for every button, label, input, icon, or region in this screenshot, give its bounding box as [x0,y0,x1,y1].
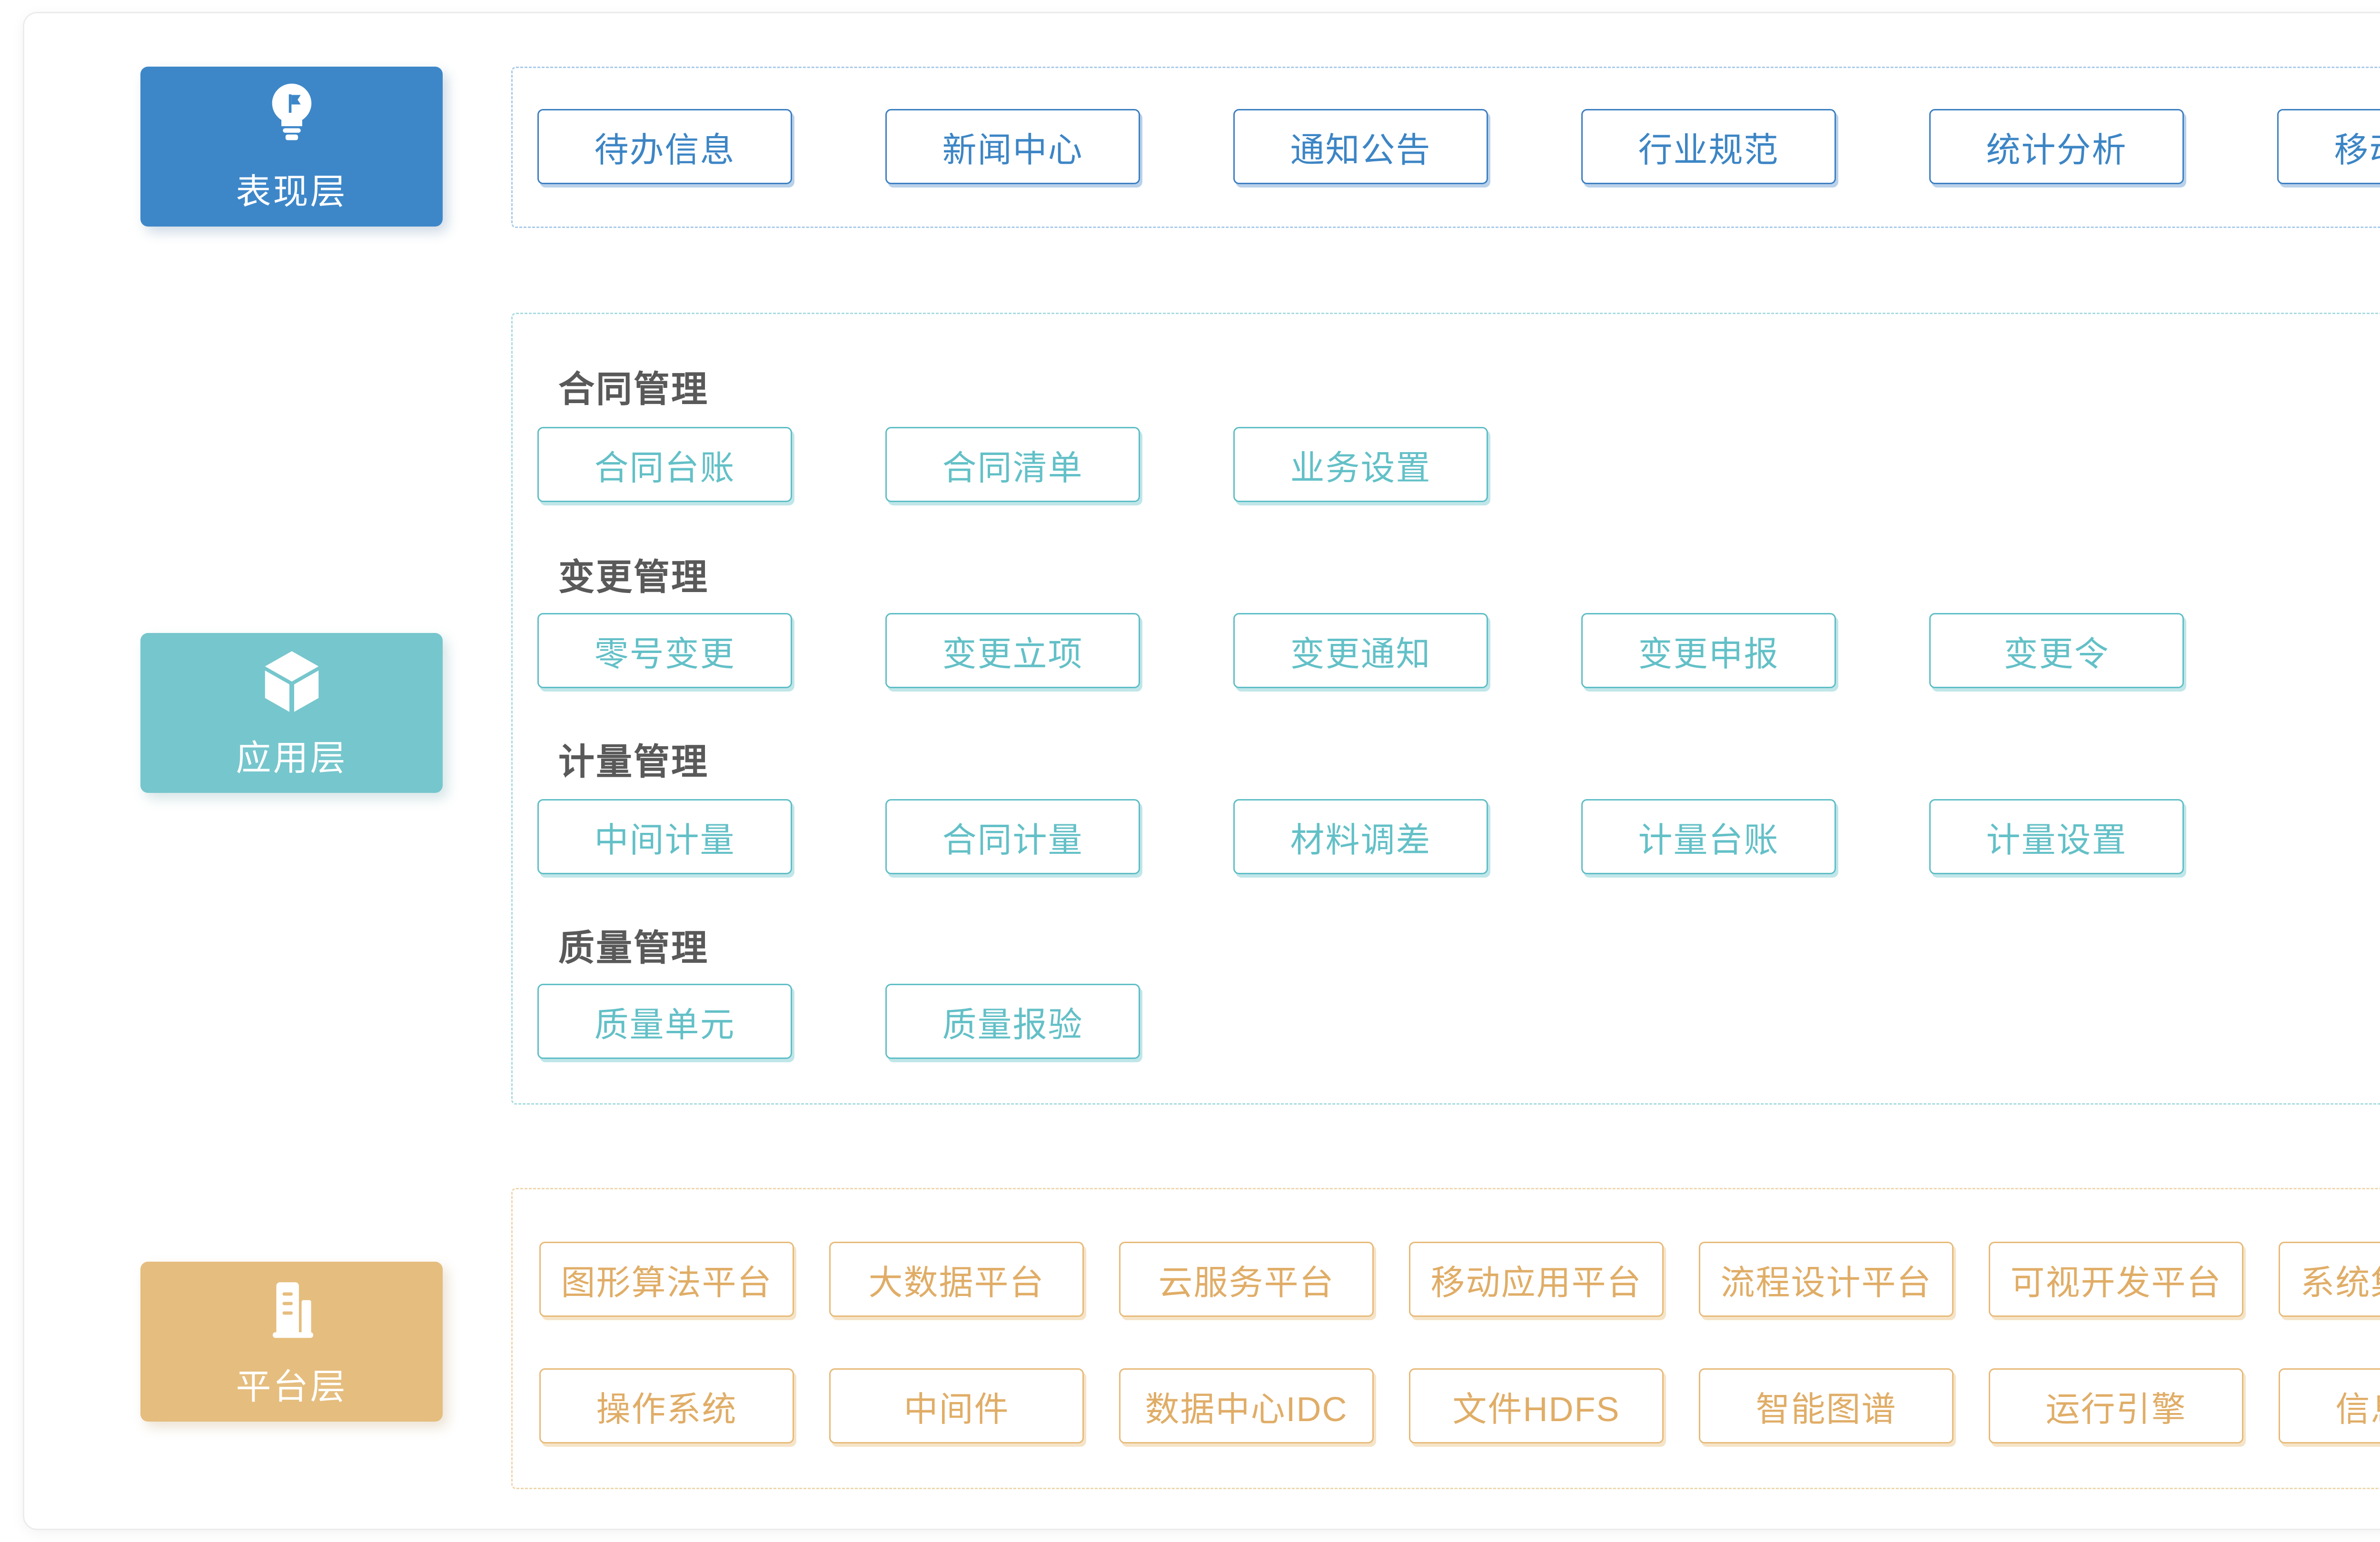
module-chip[interactable]: 信息安全 [2279,1368,2380,1443]
layer-box-application: 应用层 [140,633,443,793]
module-chip[interactable]: 合同清单 [885,427,1140,502]
module-chip[interactable]: 数据中心IDC [1119,1368,1374,1443]
module-chip[interactable]: 待办信息 [537,109,792,184]
module-chip[interactable]: 移动应用 [2277,109,2380,184]
module-chip[interactable]: 云服务平台 [1119,1242,1374,1317]
module-chip[interactable]: 文件HDFS [1409,1368,1664,1443]
module-chip[interactable]: 变更令 [1929,613,2184,688]
layer-box-platform: 平台层 [140,1262,443,1422]
module-chip[interactable]: 系统集成平台 [2279,1242,2380,1317]
application-modules-container: 合同管理 合同台账 合同清单 业务设置 变更管理 零号变更 变更立项 变更通知 … [511,313,2380,1105]
module-chip[interactable]: 新闻中心 [885,109,1140,184]
module-chip[interactable]: 中间件 [829,1368,1084,1443]
layer-label-presentation: 表现层 [236,171,347,211]
group-title-change: 变更管理 [558,557,709,598]
layer-label-application: 应用层 [236,738,347,778]
module-chip[interactable]: 质量报验 [885,984,1140,1059]
layer-label-platform: 平台层 [236,1366,347,1406]
layer-box-presentation: 表现层 [140,67,443,227]
module-chip[interactable]: 大数据平台 [829,1242,1084,1317]
module-chip[interactable]: 零号变更 [537,613,792,688]
module-chip[interactable]: 流程设计平台 [1699,1242,1954,1317]
module-chip[interactable]: 合同台账 [537,427,792,502]
module-chip[interactable]: 移动应用平台 [1409,1242,1664,1317]
module-chip[interactable]: 图形算法平台 [539,1242,794,1317]
module-chip[interactable]: 行业规范 [1581,109,1836,184]
module-chip[interactable]: 统计分析 [1929,109,2184,184]
module-chip[interactable]: 中间计量 [537,799,792,874]
presentation-modules-container: 待办信息 新闻中心 通知公告 行业规范 统计分析 移动应用 [511,67,2380,228]
platform-modules-container: 图形算法平台 大数据平台 云服务平台 移动应用平台 流程设计平台 可视开发平台 … [511,1188,2380,1489]
module-chip[interactable]: 变更通知 [1233,613,1488,688]
module-chip[interactable]: 业务设置 [1233,427,1488,502]
cube-icon [256,646,327,717]
module-chip[interactable]: 可视开发平台 [1989,1242,2243,1317]
module-chip[interactable]: 变更立项 [885,613,1140,688]
module-chip[interactable]: 操作系统 [539,1368,794,1443]
module-chip[interactable]: 智能图谱 [1699,1368,1954,1443]
group-title-quality: 质量管理 [558,928,709,969]
module-chip[interactable]: 材料调差 [1233,799,1488,874]
group-title-contract: 合同管理 [558,369,709,410]
module-chip[interactable]: 合同计量 [885,799,1140,874]
module-chip[interactable]: 变更申报 [1581,613,1836,688]
module-chip[interactable]: 质量单元 [537,984,792,1059]
lightbulb-icon [256,79,327,151]
buildings-icon [256,1275,327,1346]
module-chip[interactable]: 计量台账 [1581,799,1836,874]
group-title-measurement: 计量管理 [558,742,709,782]
module-chip[interactable]: 通知公告 [1233,109,1488,184]
module-chip[interactable]: 运行引擎 [1989,1368,2243,1443]
module-chip[interactable]: 计量设置 [1929,799,2184,874]
